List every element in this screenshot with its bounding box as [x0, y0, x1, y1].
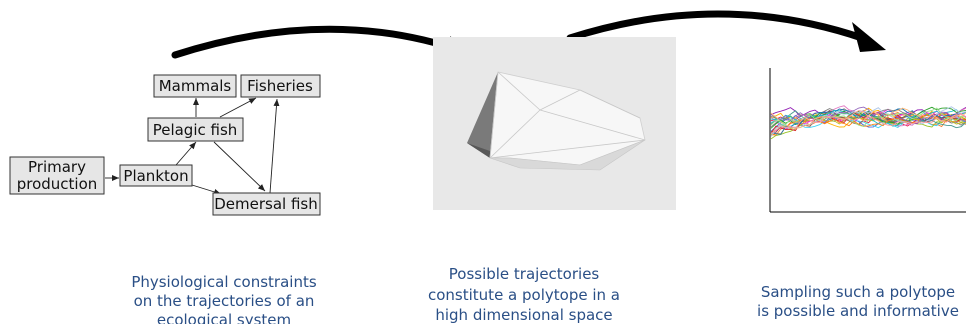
caption-line: on the trajectories of an — [134, 292, 315, 310]
node-label: Plankton — [123, 167, 188, 185]
node-pelagic-fish: Pelagic fish — [147, 117, 244, 142]
caption-left: Physiological constraints on the traject… — [131, 273, 317, 324]
caption-line: Physiological constraints — [131, 273, 317, 291]
food-web-edges — [105, 97, 280, 195]
node-fisheries: Fisheries — [240, 74, 321, 98]
node-plankton: Plankton — [119, 164, 193, 187]
trajectory-line — [770, 106, 966, 137]
trajectory-line — [770, 106, 966, 125]
caption-middle: Possible trajectories constitute a polyt… — [428, 265, 620, 324]
trajectory-lines — [770, 105, 966, 140]
node-label: Pelagic fish — [153, 121, 238, 139]
caption-line: Possible trajectories — [449, 265, 600, 283]
edge-demersal-fisheries — [269, 98, 280, 194]
node-demersal-fish: Demersal fish — [212, 192, 321, 216]
node-label: Primary — [28, 158, 86, 176]
caption-line: high dimensional space — [435, 306, 612, 324]
edge-plankton-pelagic — [175, 141, 197, 166]
node-label: Fisheries — [247, 77, 313, 95]
trajectory-plot — [769, 68, 966, 213]
edge-pelagic-demersal — [213, 141, 266, 192]
node-mammals: Mammals — [153, 74, 237, 98]
node-primary-production: Primary production — [9, 156, 105, 195]
node-label: Demersal fish — [214, 195, 318, 213]
caption-line: constitute a polytope in a — [428, 286, 620, 304]
trajectory-line — [770, 107, 966, 129]
node-label: Mammals — [159, 77, 232, 95]
caption-line: ecological system — [157, 311, 291, 324]
caption-line: Sampling such a polytope — [761, 283, 955, 301]
polytope-illustration — [433, 37, 676, 210]
flow-arrow-right — [566, 10, 886, 52]
caption-right: Sampling such a polytope is possible and… — [757, 283, 959, 320]
caption-line: is possible and informative — [757, 302, 959, 320]
edge-pelagic-fisheries — [219, 97, 257, 118]
trajectory-line — [770, 110, 966, 129]
node-label: production — [17, 175, 98, 193]
trajectory-line — [770, 110, 966, 134]
